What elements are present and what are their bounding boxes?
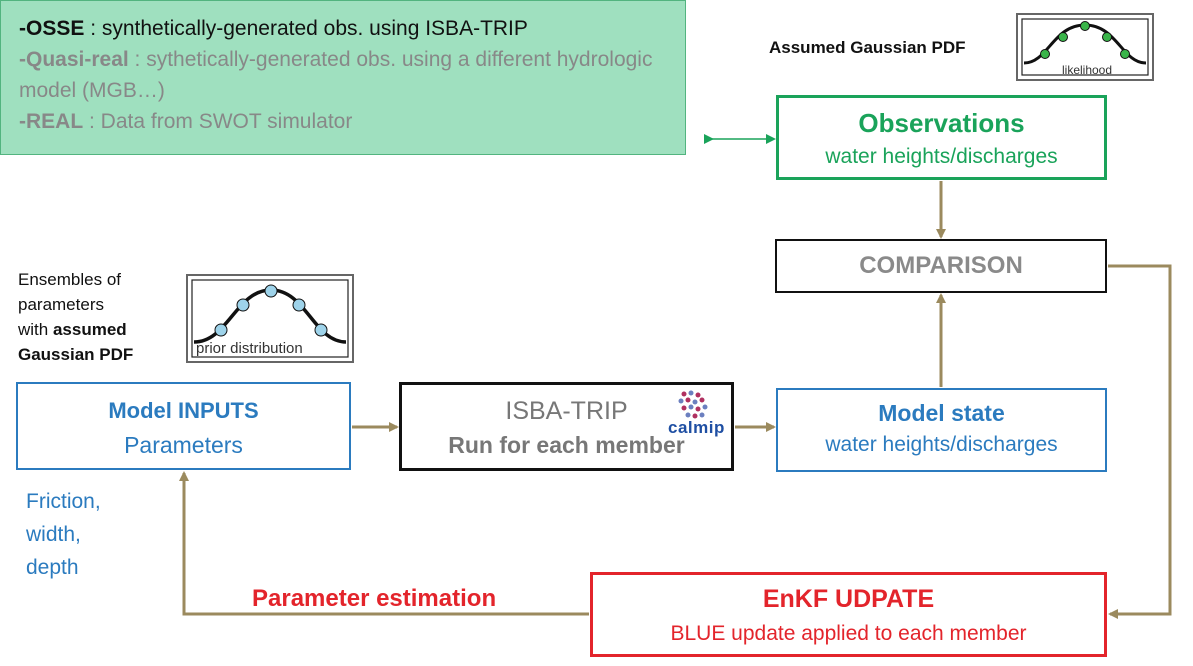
observations-box: Observations water heights/discharges [776, 95, 1107, 180]
parameter-estimation-label: Parameter estimation [252, 585, 497, 612]
model-inputs-title: Model INPUTS [108, 398, 259, 423]
ensembles-line2: parameters [18, 295, 104, 314]
ensembles-line3-bold: assumed [52, 320, 127, 339]
prior-image-label: prior distribution [196, 340, 303, 357]
calmip-dots-icon [678, 390, 708, 419]
prior-distribution-image: prior distribution [186, 274, 354, 363]
isba-subtitle: Run for each member [448, 432, 685, 458]
likelihood-image-label: likelihood [1062, 63, 1113, 77]
observations-subtitle: water heights/discharges [825, 145, 1058, 168]
ensembles-line4: Gaussian PDF [18, 345, 134, 364]
friction-line3: depth [26, 556, 79, 579]
enkf-update-box: EnKF UDPATE BLUE update applied to each … [590, 572, 1107, 657]
observation-sources-box: -OSSE : synthetically-generated obs. usi… [0, 0, 686, 155]
quasi-real-text: : sythetically-generated obs. using a di… [19, 48, 653, 102]
calmip-logo: calmip [664, 388, 730, 440]
isba-trip-box: ISBA-TRIP Run for each member calmip [399, 382, 734, 471]
osse-label: -OSSE [19, 17, 85, 40]
quasi-real-label: -Quasi-real [19, 48, 129, 71]
ensembles-line3-prefix: with [18, 320, 53, 339]
model-inputs-subtitle: Parameters [124, 432, 243, 458]
model-inputs-box: Model INPUTS Parameters [16, 382, 351, 470]
real-label: -REAL [19, 110, 84, 133]
comparison-box: COMPARISON [775, 239, 1107, 293]
ensembles-label: Ensembles of parameters with assumed Gau… [18, 267, 133, 367]
likelihood-caption: Assumed Gaussian PDF [769, 38, 966, 57]
model-state-title: Model state [878, 400, 1005, 426]
gaussian-curve-icon [191, 279, 349, 358]
isba-title: ISBA-TRIP [505, 397, 628, 425]
gaussian-curve-icon [1021, 18, 1149, 76]
comparison-title: COMPARISON [859, 252, 1023, 279]
observations-title: Observations [858, 108, 1025, 138]
enkf-to-inputs-arrow [179, 471, 589, 616]
model-state-box: Model state water heights/discharges [776, 388, 1107, 472]
friction-line1: Friction, [26, 490, 101, 513]
enkf-title: EnKF UDPATE [762, 585, 935, 613]
model-state-subtitle: water heights/discharges [825, 433, 1058, 456]
enkf-subtitle: BLUE update applied to each member [670, 622, 1027, 645]
likelihood-image: likelihood [1016, 13, 1154, 81]
real-text: : Data from SWOT simulator [83, 110, 353, 133]
friction-line2: width, [26, 523, 81, 546]
osse-text: : synthetically-generated obs. using ISB… [84, 17, 528, 40]
friction-label: Friction, width, depth [26, 485, 101, 584]
comparison-to-enkf-arrow [1108, 264, 1172, 619]
ensembles-line1: Ensembles of [18, 270, 121, 289]
calmip-logo-text: calmip [668, 418, 725, 437]
